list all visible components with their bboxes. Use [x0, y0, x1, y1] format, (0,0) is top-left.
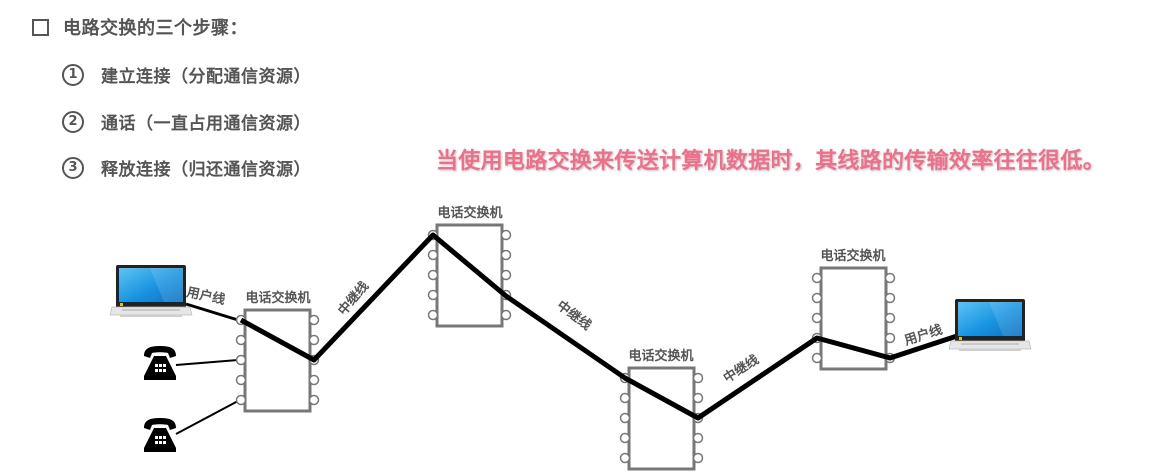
step-number-circle: 2 — [62, 110, 84, 133]
heading-title: 电路交换的三个步骤： — [63, 18, 248, 39]
laptop-icon — [109, 264, 193, 318]
telephone-icon — [144, 346, 176, 380]
efficiency-note: 当使用电路交换来传送计算机数据时，其线路的传输效率往往很低。 — [436, 149, 1106, 174]
step-item: 3 释放连接（归还通信资源） — [62, 155, 311, 180]
switch-label: 电话交换机 — [820, 248, 885, 264]
switch-label: 电话交换机 — [245, 290, 310, 306]
section-heading: 电路交换的三个步骤： — [32, 14, 248, 40]
step-text: 建立连接（分配通信资源） — [101, 67, 311, 87]
step-text: 通话（一直占用通信资源） — [101, 114, 311, 134]
switch-label: 电话交换机 — [437, 205, 502, 221]
phone-line-1 — [175, 359, 239, 366]
step-text: 释放连接（归还通信资源） — [101, 160, 311, 180]
trunk-line-label: 中继线 — [554, 297, 595, 333]
switch-label: 电话交换机 — [628, 348, 693, 364]
laptop-icon — [948, 298, 1032, 352]
step-number-circle: 3 — [62, 156, 84, 179]
step-number-circle: 1 — [62, 63, 84, 86]
telephone-icon — [144, 418, 176, 452]
step-item: 2 通话（一直占用通信资源） — [62, 109, 311, 134]
user-line-left — [185, 302, 239, 322]
circuit-path — [239, 232, 958, 421]
phone-line-2 — [175, 400, 239, 435]
trunk-line-label: 中继线 — [335, 278, 372, 318]
checkbox-bullet-icon — [32, 18, 49, 36]
step-item: 1 建立连接（分配通信资源） — [62, 62, 311, 87]
